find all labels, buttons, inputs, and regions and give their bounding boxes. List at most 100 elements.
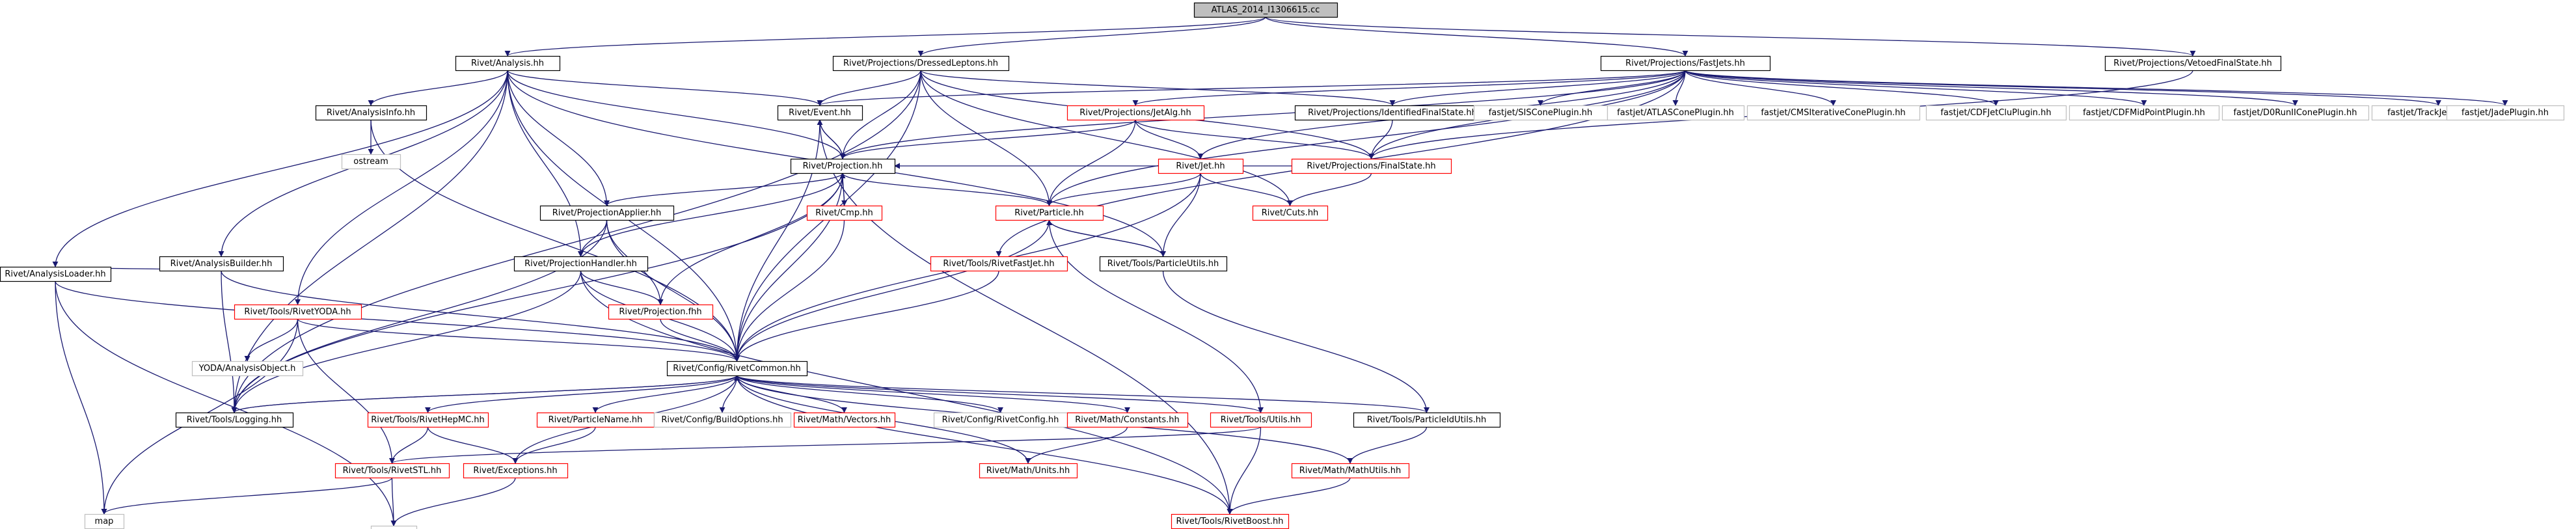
graph-node-fastjet-sisconeplugin-hh[interactable]: fastjet/SISConePlugin.hh	[1473, 105, 1608, 121]
edge-atlas-2014-i1306615-cc-to-rivet-analysis-hh	[504, 16, 1266, 57]
graph-node-rivet-tools-rivetstl-hh[interactable]: Rivet/Tools/RivetSTL.hh	[334, 463, 450, 479]
edge-rivet-projection-hh-to-rivet-tools-logging-hh	[231, 172, 843, 413]
node-box	[2221, 105, 2370, 121]
node-label: Rivet/Tools/RivetYODA.hh	[244, 307, 351, 317]
edge-rivet-projections-fastjets-hh-to-fastjet-d0runiiconeplugin-hh	[1685, 70, 2298, 106]
edge-rivet-analysis-hh-to-rivet-event-hh	[507, 70, 823, 106]
node-box	[793, 412, 896, 428]
node-box	[2446, 105, 2565, 121]
graph-node-rivet-cmp-hh[interactable]: Rivet/Cmp.hh	[806, 205, 883, 221]
graph-node-rivet-config-rivetcommon-hh[interactable]: Rivet/Config/RivetCommon.hh	[666, 360, 808, 377]
node-label: Rivet/AnalysisBuilder.hh	[170, 259, 273, 269]
edge-rivet-projections-fastjets-hh-to-rivet-projections-jetalg-hh	[1132, 70, 1686, 106]
graph-node-rivet-analysisbuilder-hh[interactable]: Rivet/AnalysisBuilder.hh	[159, 256, 284, 272]
node-box	[1353, 412, 1501, 428]
graph-node-rivet-event-hh[interactable]: Rivet/Event.hh	[777, 105, 863, 121]
node-box	[0, 266, 112, 282]
edge-rivet-projection-hh-to-rivet-config-rivetcommon-hh	[734, 172, 843, 362]
graph-node-rivet-analysisinfo-hh[interactable]: Rivet/AnalysisInfo.hh	[315, 105, 427, 121]
edge-rivet-projections-identifiedfinalstate-hh-to-rivet-projections-finalstate-hh	[1368, 119, 1393, 159]
node-box	[995, 205, 1104, 221]
graph-node-fastjet-jadeplugin-hh[interactable]: fastjet/JadePlugin.hh	[2446, 105, 2565, 121]
graph-node-rivet-projections-identifiedfinalstate-hh[interactable]: Rivet/Projections/IdentifiedFinalState.h…	[1294, 105, 1491, 121]
edge-rivet-tools-utils-hh-to-rivet-tools-rivetboost-hh	[1227, 426, 1262, 515]
graph-node-rivet-tools-rivetyoda-hh[interactable]: Rivet/Tools/RivetYODA.hh	[234, 304, 362, 320]
graph-node-rivet-projectionapplier-hh[interactable]: Rivet/ProjectionApplier.hh	[539, 205, 675, 221]
node-label: Rivet/Tools/RivetFastJet.hh	[943, 259, 1054, 269]
graph-node-rivet-projections-dressedleptons-hh[interactable]: Rivet/Projections/DressedLeptons.hh	[832, 55, 1010, 72]
graph-node-rivet-math-units-hh[interactable]: Rivet/Math/Units.hh	[979, 463, 1078, 479]
graph-node-ostream[interactable]: ostream	[341, 154, 401, 170]
edge-rivet-config-rivetcommon-hh-to-rivet-config-rivetconfig-hh	[736, 375, 1003, 413]
graph-node-rivet-particle-hh[interactable]: Rivet/Particle.hh	[995, 205, 1104, 221]
graph-node-rivet-jet-hh[interactable]: Rivet/Jet.hh	[1158, 158, 1244, 174]
node-box	[1291, 463, 1410, 479]
graph-node-rivet-projections-jetalg-hh[interactable]: Rivet/Projections/JetAlg.hh	[1066, 105, 1205, 121]
node-box	[653, 412, 792, 428]
edge-rivet-jet-hh-to-rivet-tools-particleutils-hh	[1160, 172, 1201, 257]
graph-node-fastjet-cdfmidpointplugin-hh[interactable]: fastjet/CDFMidPointPlugin.hh	[2068, 105, 2220, 121]
graph-node-rivet-config-rivetconfig-hh[interactable]: Rivet/Config/RivetConfig.hh	[933, 412, 1068, 428]
graph-node-rivet-particlename-hh[interactable]: Rivet/ParticleName.hh	[536, 412, 655, 428]
graph-node-fastjet-atlasconeplugin-hh[interactable]: fastjet/ATLASConePlugin.hh	[1607, 105, 1745, 121]
graph-node-fastjet-d0runiiconeplugin-hh[interactable]: fastjet/D0RunIIConePlugin.hh	[2221, 105, 2370, 121]
graph-node-rivet-analysisloader-hh[interactable]: Rivet/AnalysisLoader.hh	[0, 266, 112, 282]
node-label: fastjet/CDFJetCluPlugin.hh	[1940, 108, 2051, 118]
edge-rivet-projections-fastjets-hh-to-fastjet-cmsiterativeconeplugin-hh	[1685, 70, 1836, 106]
graph-node-fastjet-cdfjetcluplugin-hh[interactable]: fastjet/CDFJetCluPlugin.hh	[1925, 105, 2067, 121]
edge-atlas-2014-i1306615-cc-to-rivet-projections-vetoedfinalstate-hh	[1265, 16, 2196, 57]
edge-rivet-analysis-hh-to-rivet-projectionhandler-hh	[507, 70, 584, 257]
node-box	[234, 304, 362, 320]
graph-node-rivet-tools-logging-hh[interactable]: Rivet/Tools/Logging.hh	[175, 412, 294, 428]
edge-rivet-projection-hh-to-rivet-projectionapplier-hh	[604, 172, 843, 206]
node-label: Rivet/Tools/RivetSTL.hh	[343, 466, 442, 476]
graph-node-rivet-tools-rivetfastjet-hh[interactable]: Rivet/Tools/RivetFastJet.hh	[930, 256, 1068, 272]
graph-node-fastjet-cmsiterativeconeplugin-hh[interactable]: fastjet/CMSIterativeConePlugin.hh	[1746, 105, 1921, 121]
node-label: fastjet/ATLASConePlugin.hh	[1617, 108, 1734, 118]
graph-node-rivet-analysis-hh[interactable]: Rivet/Analysis.hh	[455, 55, 561, 72]
node-box	[608, 304, 714, 320]
node-label: Rivet/Math/Constants.hh	[1075, 415, 1180, 425]
graph-node-map[interactable]: map	[84, 513, 125, 529]
graph-node-rivet-tools-rivethepmc-hh[interactable]: Rivet/Tools/RivetHepMC.hh	[367, 412, 489, 428]
graph-node-yoda-analysisobject-h[interactable]: YODA/AnalysisObject.h	[191, 360, 304, 377]
node-box	[979, 463, 1078, 479]
graph-node-rivet-projections-finalstate-hh[interactable]: Rivet/Projections/FinalState.hh	[1291, 158, 1452, 174]
graph-node-rivet-tools-particleutils-hh[interactable]: Rivet/Tools/ParticleUtils.hh	[1099, 256, 1228, 272]
edge-rivet-config-rivetcommon-hh-to-rivet-tools-particleidutils-hh	[736, 375, 1430, 413]
graph-node-rivet-tools-utils-hh[interactable]: Rivet/Tools/Utils.hh	[1210, 412, 1312, 428]
edge-rivet-analysis-hh-to-rivet-analysisloader-hh	[52, 70, 508, 267]
node-label: Rivet/AnalysisLoader.hh	[5, 269, 105, 279]
node-label: Rivet/Analysis.hh	[471, 59, 544, 68]
edge-rivet-projections-dressedleptons-hh-to-rivet-event-hh	[817, 70, 921, 106]
graph-node-atlas-2014-i1306615-cc[interactable]: ATLAS_2014_I1306615.cc	[1193, 2, 1338, 18]
graph-node-rivet-projections-vetoedfinalstate-hh[interactable]: Rivet/Projections/VetoedFinalState.hh	[2104, 55, 2282, 72]
graph-node-rivet-cuts-hh[interactable]: Rivet/Cuts.hh	[1252, 205, 1329, 221]
graph-node-rivet-projectionhandler-hh[interactable]: Rivet/ProjectionHandler.hh	[513, 256, 649, 272]
edges-layer	[52, 16, 2508, 526]
graph-node-rivet-tools-rivetboost-hh[interactable]: Rivet/Tools/RivetBoost.hh	[1171, 513, 1290, 529]
graph-node-string[interactable]: string	[370, 525, 418, 529]
node-box	[777, 105, 863, 121]
graph-node-rivet-projections-fastjets-hh[interactable]: Rivet/Projections/FastJets.hh	[1600, 55, 1771, 72]
graph-node-rivet-math-constants-hh[interactable]: Rivet/Math/Constants.hh	[1066, 412, 1189, 428]
edge-rivet-jet-hh-to-rivet-particle-hh	[1046, 172, 1201, 206]
graph-node-rivet-math-vectors-hh[interactable]: Rivet/Math/Vectors.hh	[793, 412, 896, 428]
node-label: ostream	[353, 157, 388, 167]
node-label: Rivet/ProjectionApplier.hh	[552, 208, 661, 218]
edge-rivet-projections-dressedleptons-hh-to-rivet-tools-logging-hh	[231, 70, 921, 413]
node-label: fastjet/SISConePlugin.hh	[1489, 108, 1593, 118]
graph-node-rivet-math-mathutils-hh[interactable]: Rivet/Math/MathUtils.hh	[1291, 463, 1410, 479]
edge-rivet-tools-utils-hh-to-rivet-tools-rivetstl-hh	[389, 426, 1262, 464]
graph-node-rivet-projection-fhh[interactable]: Rivet/Projection.fhh	[608, 304, 714, 320]
edge-rivet-projectionapplier-hh-to-rivet-projectionhandler-hh	[578, 219, 608, 257]
graph-node-rivet-config-buildoptions-hh[interactable]: Rivet/Config/BuildOptions.hh	[653, 412, 792, 428]
node-box	[1066, 412, 1189, 428]
graph-node-rivet-exceptions-hh[interactable]: Rivet/Exceptions.hh	[463, 463, 569, 479]
edge-rivet-tools-logging-hh-to-rivet-config-rivetcommon-hh	[234, 375, 740, 413]
graph-node-rivet-tools-particleidutils-hh[interactable]: Rivet/Tools/ParticleIdUtils.hh	[1353, 412, 1501, 428]
node-label: Rivet/Tools/ParticleUtils.hh	[1107, 259, 1219, 269]
graph-node-rivet-projection-hh[interactable]: Rivet/Projection.hh	[790, 158, 896, 174]
edge-rivet-analysis-hh-to-rivet-analysisinfo-hh	[368, 70, 508, 106]
